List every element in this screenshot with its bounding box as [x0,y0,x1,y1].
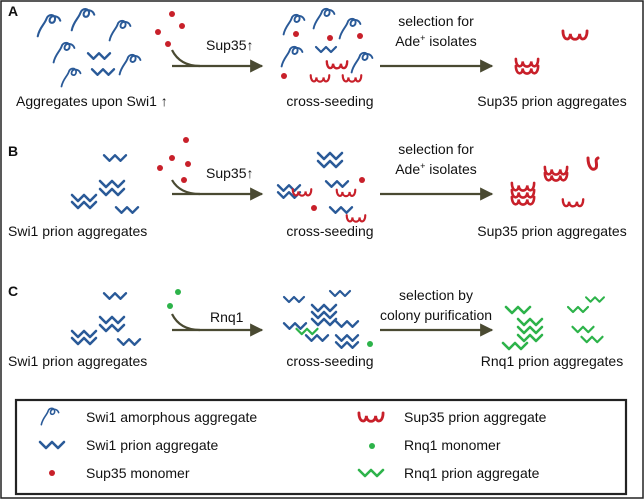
panel-c-swi1-prion-aggregates [70,291,142,347]
panel-a-ade: Ade [395,33,420,49]
panel-a-isolates: isolates [425,33,476,49]
panel-a-sup35-monomers [155,11,185,47]
panel-c-letter: C [8,283,18,299]
legend-sup35-prion-row: Sup35 prion aggregate [357,409,547,425]
panel-c-curve [171,313,201,332]
panel-c-start-label: Swi1 prion aggregates [8,353,147,369]
panel-b-ade: Ade [395,161,420,177]
panel-b-sup35-monomers [157,137,191,183]
panel-a-ade-sup: + [420,33,425,43]
legend-rnq1-prion-row: Rnq1 prion aggregate [357,465,540,481]
panel-b-swi1-prion-aggregates [70,153,140,215]
panel-c-selection-line1: selection by [399,287,473,303]
panel-a-arrow-1-label: Sup35↑ [206,37,253,53]
panel-c-end-label: Rnq1 prion aggregates [481,353,623,369]
panel-b-letter: B [8,143,18,159]
legend-swi1-prion-row: Swi1 prion aggregate [38,437,219,453]
panel-c-rnq1-monomers [167,289,181,309]
panel-a-start-aggregates [36,7,142,88]
legend-swi1-amorphous-label: Swi1 amorphous aggregate [86,409,257,425]
legend-swi1-prion-label: Swi1 prion aggregate [86,437,219,453]
panel-b-end-label: Sup35 prion aggregates [477,223,626,239]
legend-rnq1-prion-label: Rnq1 prion aggregate [404,465,540,481]
panel-b-mid-label: cross-seeding [286,223,373,239]
panel-a-cross-seeding-mix [280,7,374,83]
legend-sup35-prion-label: Sup35 prion aggregate [404,409,547,425]
legend-sup35-monomer-label: Sup35 monomer [86,465,190,481]
panel-a-start-label: Aggregates upon Swi1 ↑ [16,93,168,109]
panel-a-selection-line1: selection for [398,13,474,29]
panel-a-end-label: Sup35 prion aggregates [477,93,626,109]
legend-sup35-monomer-row: Sup35 monomer [49,465,190,481]
panel-b-selection-line1: selection for [398,141,474,157]
legend-box [14,398,628,496]
panel-b-ade-sup: + [420,161,425,171]
panel-a-letter: A [8,3,18,19]
panel-b-sup35-prion-aggregates [510,156,600,208]
panel-b-selection-line2: Ade+ isolates [395,161,477,177]
panel-b-arrow-1-label: Sup35↑ [206,165,253,181]
panel-c-selection-line2: colony purification [380,307,492,323]
legend-rnq1-monomer-row: Rnq1 monomer [369,437,501,453]
panel-c-arrow-1-label: Rnq1 [210,309,244,325]
legend-rnq1-monomer-label: Rnq1 monomer [404,437,501,453]
panel-a-curve [171,49,201,68]
panel-a-selection-line2: Ade+ isolates [395,33,477,49]
panel-b-start-label: Swi1 prion aggregates [8,223,147,239]
panel-a-sup35-prion-aggregates [514,29,589,75]
panel-c-mid-label: cross-seeding [286,353,373,369]
panel-c-rnq1-prion-aggregates [501,296,606,351]
panel-b-cross-seeding-mix [276,151,367,223]
panel-a-mid-label: cross-seeding [286,93,373,109]
panel-b-isolates: isolates [425,161,476,177]
panel-c-cross-seeding-mix [282,289,373,350]
legend-swi1-amorphous-row: Swi1 amorphous aggregate [40,407,257,426]
